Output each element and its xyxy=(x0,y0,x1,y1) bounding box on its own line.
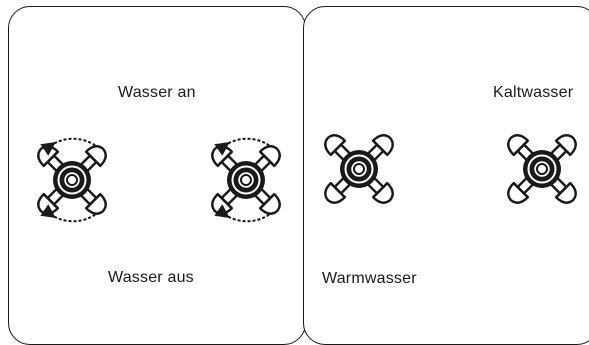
valve-icon-cold xyxy=(502,129,582,209)
valve-icon xyxy=(32,137,112,223)
label-water-on: Wasser an xyxy=(118,84,196,101)
valve-icon-hot xyxy=(319,129,399,209)
valve-icon xyxy=(206,137,286,223)
label-water-off: Wasser aus xyxy=(108,269,194,286)
label-hot-water: Warmwasser xyxy=(322,270,417,287)
label-cold-water: Kaltwasser xyxy=(493,84,574,101)
